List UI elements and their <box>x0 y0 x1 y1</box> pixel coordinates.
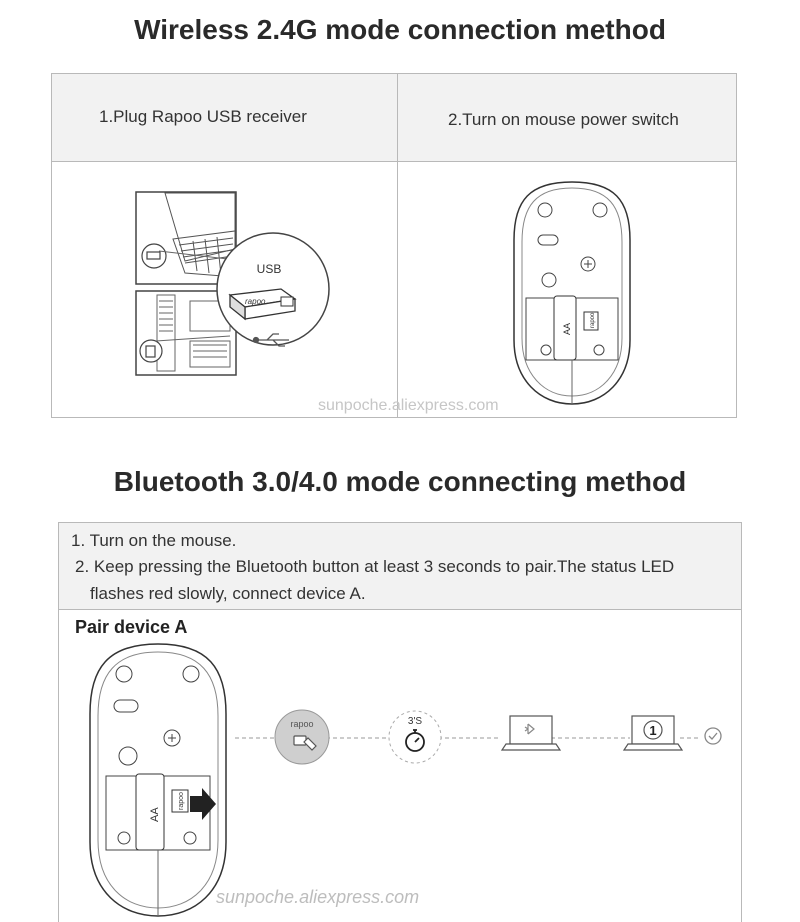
pairing-sequence: rapoo 3'S 1 <box>235 709 722 765</box>
bt-step-2: 2. Keep pressing the Bluetooth button at… <box>75 557 675 576</box>
usb-symbol-icon <box>252 333 289 347</box>
finger-press-icon <box>293 735 317 751</box>
mouse-foot-right <box>592 202 608 218</box>
battery-screw-right <box>593 344 605 356</box>
battery-label: AA <box>562 323 572 335</box>
laptop-device-icon <box>622 715 684 751</box>
receiver-slot-icon <box>583 311 599 331</box>
bt-mouse-foot-left <box>115 665 133 683</box>
bt-battery-screw-left <box>117 831 131 845</box>
timer-label: 3'S <box>408 716 422 727</box>
usb-receiver-icon <box>228 288 297 321</box>
button-brand-label: rapoo <box>290 719 313 729</box>
battery-screw-left <box>540 344 552 356</box>
mouse-bottom-illustration: AA rapoo <box>513 181 631 405</box>
timer-circle <box>388 710 442 764</box>
bluetooth-steps-header <box>59 523 741 609</box>
usb-zoom-circle <box>216 232 330 346</box>
section2-title: Bluetooth 3.0/4.0 mode connecting method <box>113 466 687 497</box>
wireless-steps-box: 1.Plug Rapoo USB receiver 2.Turn on mous… <box>51 73 737 418</box>
bluetooth-steps-box: 1. Turn on the mouse. 2. Keep pressing t… <box>58 522 742 922</box>
bt-power-switch-icon[interactable] <box>113 699 139 713</box>
screw-cross-icon <box>584 260 592 268</box>
section1-title: Wireless 2.4G mode connection method <box>134 14 666 45</box>
desktop-usb-port-icon <box>139 339 163 363</box>
usb-label: USB <box>257 262 282 276</box>
bt-sensor-icon <box>118 746 138 766</box>
power-switch-icon[interactable] <box>537 234 559 246</box>
bt-battery-icon <box>135 773 165 851</box>
pair-device-label: Pair device A <box>75 617 188 637</box>
column-divider <box>397 74 398 417</box>
bluetooth-header-divider <box>59 609 741 610</box>
bt-mouse-foot-right <box>182 665 200 683</box>
watermark-1: sunpoche.aliexpress.com <box>318 397 499 414</box>
header-divider <box>52 161 736 162</box>
wireless-steps-header <box>52 74 736 161</box>
laptop-frame <box>135 191 237 285</box>
bt-step-2-cont: flashes red slowly, connect device A. <box>90 584 366 603</box>
bt-battery-label: AA <box>149 807 161 822</box>
battery-icon <box>553 295 577 361</box>
bt-battery-brand-label: rapoo <box>178 792 185 810</box>
battery-brand-label: rapoo <box>590 312 596 328</box>
usb-plug-illustration: USB rapoo <box>135 191 330 376</box>
bt-receiver-slot-icon <box>171 789 189 813</box>
bt-screw-cross-icon <box>168 734 176 742</box>
device-number-label: 1 <box>649 723 656 738</box>
bt-step-1: 1. Turn on the mouse. <box>71 531 237 550</box>
mouse-foot-left <box>537 202 553 218</box>
step-power-switch: 2.Turn on mouse power switch <box>448 110 679 129</box>
checkmark-icon <box>704 727 722 745</box>
step-plug-receiver: 1.Plug Rapoo USB receiver <box>99 107 307 126</box>
watermark-2: sunpoche.aliexpress.com <box>216 887 420 907</box>
stopwatch-icon <box>405 729 425 752</box>
bt-mouse-bottom-illustration: AA rapoo <box>89 643 227 917</box>
bt-battery-screw-right <box>183 831 197 845</box>
bt-arrow-icon <box>190 788 216 820</box>
sensor-icon <box>541 272 557 288</box>
laptop-bluetooth-icon <box>500 715 562 751</box>
receiver-brand-label: rapoo <box>245 297 266 306</box>
usb-port-icon <box>141 243 167 269</box>
